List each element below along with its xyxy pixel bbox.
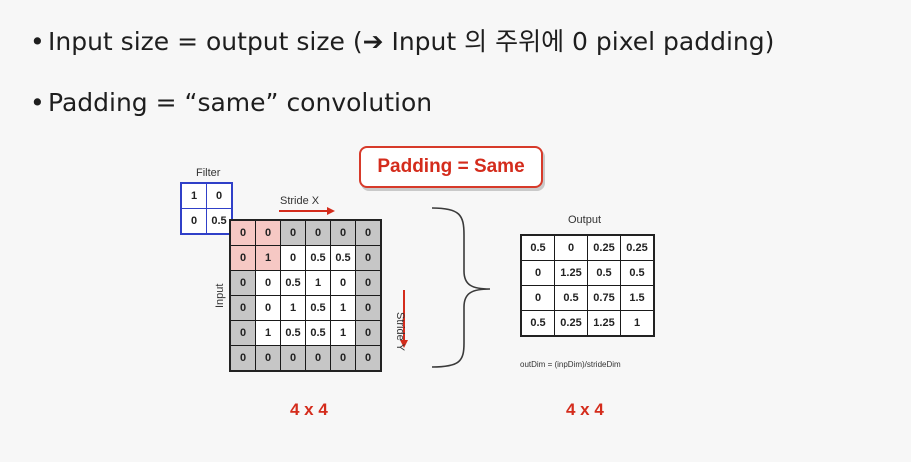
input-cell: 0	[280, 245, 306, 271]
output-row: 0.5 0.25 1.25 1	[520, 310, 655, 337]
output-cell: 0.5	[554, 285, 588, 311]
input-cell: 1	[305, 270, 331, 296]
output-row: 0 1.25 0.5 0.5	[520, 260, 655, 286]
filter-row: 0 0.5	[180, 208, 233, 235]
input-matrix: 0 0 0 0 0 0 0 1 0 0.5 0.5 0 0 0 0.5 1 0 …	[229, 219, 382, 372]
input-label: Input	[214, 283, 226, 308]
input-row: 0 0 1 0.5 1 0	[229, 295, 382, 321]
bullet-1: •Input size = output size (➔ Input 의 주위에…	[30, 22, 774, 58]
input-row: 0 1 0.5 0.5 1 0	[229, 320, 382, 346]
output-cell: 0	[520, 260, 555, 286]
output-cell: 0.5	[587, 260, 621, 286]
input-cell: 0	[255, 219, 281, 246]
filter-label: Filter	[196, 167, 221, 179]
input-cell: 0	[305, 219, 331, 246]
filter-cell: 1	[180, 182, 207, 209]
output-matrix: 0.5 0 0.25 0.25 0 1.25 0.5 0.5 0 0.5 0.7…	[520, 234, 655, 337]
input-cell: 1	[255, 245, 281, 271]
bullet-dot: •	[30, 27, 45, 56]
input-cell: 0	[229, 245, 256, 271]
stride-x-arrow	[279, 207, 335, 215]
stride-x-label: Stride X	[280, 195, 319, 207]
output-label: Output	[568, 214, 602, 226]
output-dim-formula: outDim = (inpDim)/strideDim	[520, 360, 621, 369]
input-cell: 1	[330, 295, 356, 321]
bullet-dot: •	[30, 88, 45, 117]
input-cell: 0	[355, 270, 382, 296]
input-cell: 0	[255, 345, 281, 372]
output-dimension-label: 4 x 4	[566, 400, 604, 419]
input-row: 0 0 0 0 0 0	[229, 345, 382, 372]
output-cell: 1.5	[620, 285, 655, 311]
input-cell: 0	[229, 219, 256, 246]
input-dimension-label: 4 x 4	[290, 400, 328, 419]
filter-cell: 0	[180, 208, 207, 235]
filter-cell: 0.5	[206, 208, 233, 235]
input-cell: 0.5	[330, 245, 356, 271]
input-row: 0 0 0.5 1 0 0	[229, 270, 382, 296]
input-cell: 0.5	[280, 320, 306, 346]
input-cell: 0	[355, 245, 382, 271]
input-cell: 1	[330, 320, 356, 346]
output-cell: 0.25	[587, 234, 621, 261]
bullet-1-text: Input size = output size (➔ Input 의 주위에 …	[48, 27, 775, 56]
output-cell: 1.25	[554, 260, 588, 286]
output-row: 0 0.5 0.75 1.5	[520, 285, 655, 311]
output-cell: 0	[554, 234, 588, 261]
input-cell: 0	[229, 320, 256, 346]
output-row: 0.5 0 0.25 0.25	[520, 234, 655, 261]
output-cell: 0.75	[587, 285, 621, 311]
filter-matrix: 1 0 0 0.5	[180, 182, 233, 235]
input-row: 0 0 0 0 0 0	[229, 219, 382, 246]
input-row: 0 1 0 0.5 0.5 0	[229, 245, 382, 271]
input-cell: 0	[355, 320, 382, 346]
output-cell: 0	[520, 285, 555, 311]
curly-brace	[431, 207, 491, 368]
input-cell: 0	[355, 345, 382, 372]
input-cell: 0	[229, 345, 256, 372]
stride-y-text: Stride Y	[394, 312, 406, 351]
input-cell: 0	[280, 345, 306, 372]
input-cell: 0	[355, 295, 382, 321]
input-cell: 0	[229, 270, 256, 296]
bullet-2: •Padding = “same” convolution	[30, 88, 432, 117]
input-cell: 0.5	[305, 245, 331, 271]
filter-row: 1 0	[180, 182, 233, 209]
padding-callout: Padding = Same	[359, 146, 543, 188]
stride-y-arrow	[400, 290, 408, 348]
input-cell: 0.5	[280, 270, 306, 296]
input-cell: 0	[355, 219, 382, 246]
output-cell: 0.5	[520, 234, 555, 261]
input-cell: 1	[255, 320, 281, 346]
output-cell: 0.5	[620, 260, 655, 286]
output-cell: 0.25	[620, 234, 655, 261]
output-cell: 0.5	[520, 310, 555, 337]
input-cell: 0.5	[305, 295, 331, 321]
input-cell: 0	[280, 219, 306, 246]
bullet-2-text: Padding = “same” convolution	[48, 88, 433, 117]
input-cell: 0	[330, 270, 356, 296]
output-cell: 1.25	[587, 310, 621, 337]
input-cell: 0.5	[305, 320, 331, 346]
filter-cell: 0	[206, 182, 233, 209]
input-cell: 0	[330, 219, 356, 246]
callout-text: Padding = Same	[377, 156, 525, 177]
output-cell: 0.25	[554, 310, 588, 337]
input-cell: 0	[305, 345, 331, 372]
input-cell: 0	[255, 295, 281, 321]
input-cell: 0	[330, 345, 356, 372]
stride-x-text: Stride X	[280, 195, 320, 207]
input-cell: 1	[280, 295, 306, 321]
stride-y-label: Stride Y	[394, 312, 406, 351]
output-cell: 1	[620, 310, 655, 337]
input-cell: 0	[229, 295, 256, 321]
input-cell: 0	[255, 270, 281, 296]
